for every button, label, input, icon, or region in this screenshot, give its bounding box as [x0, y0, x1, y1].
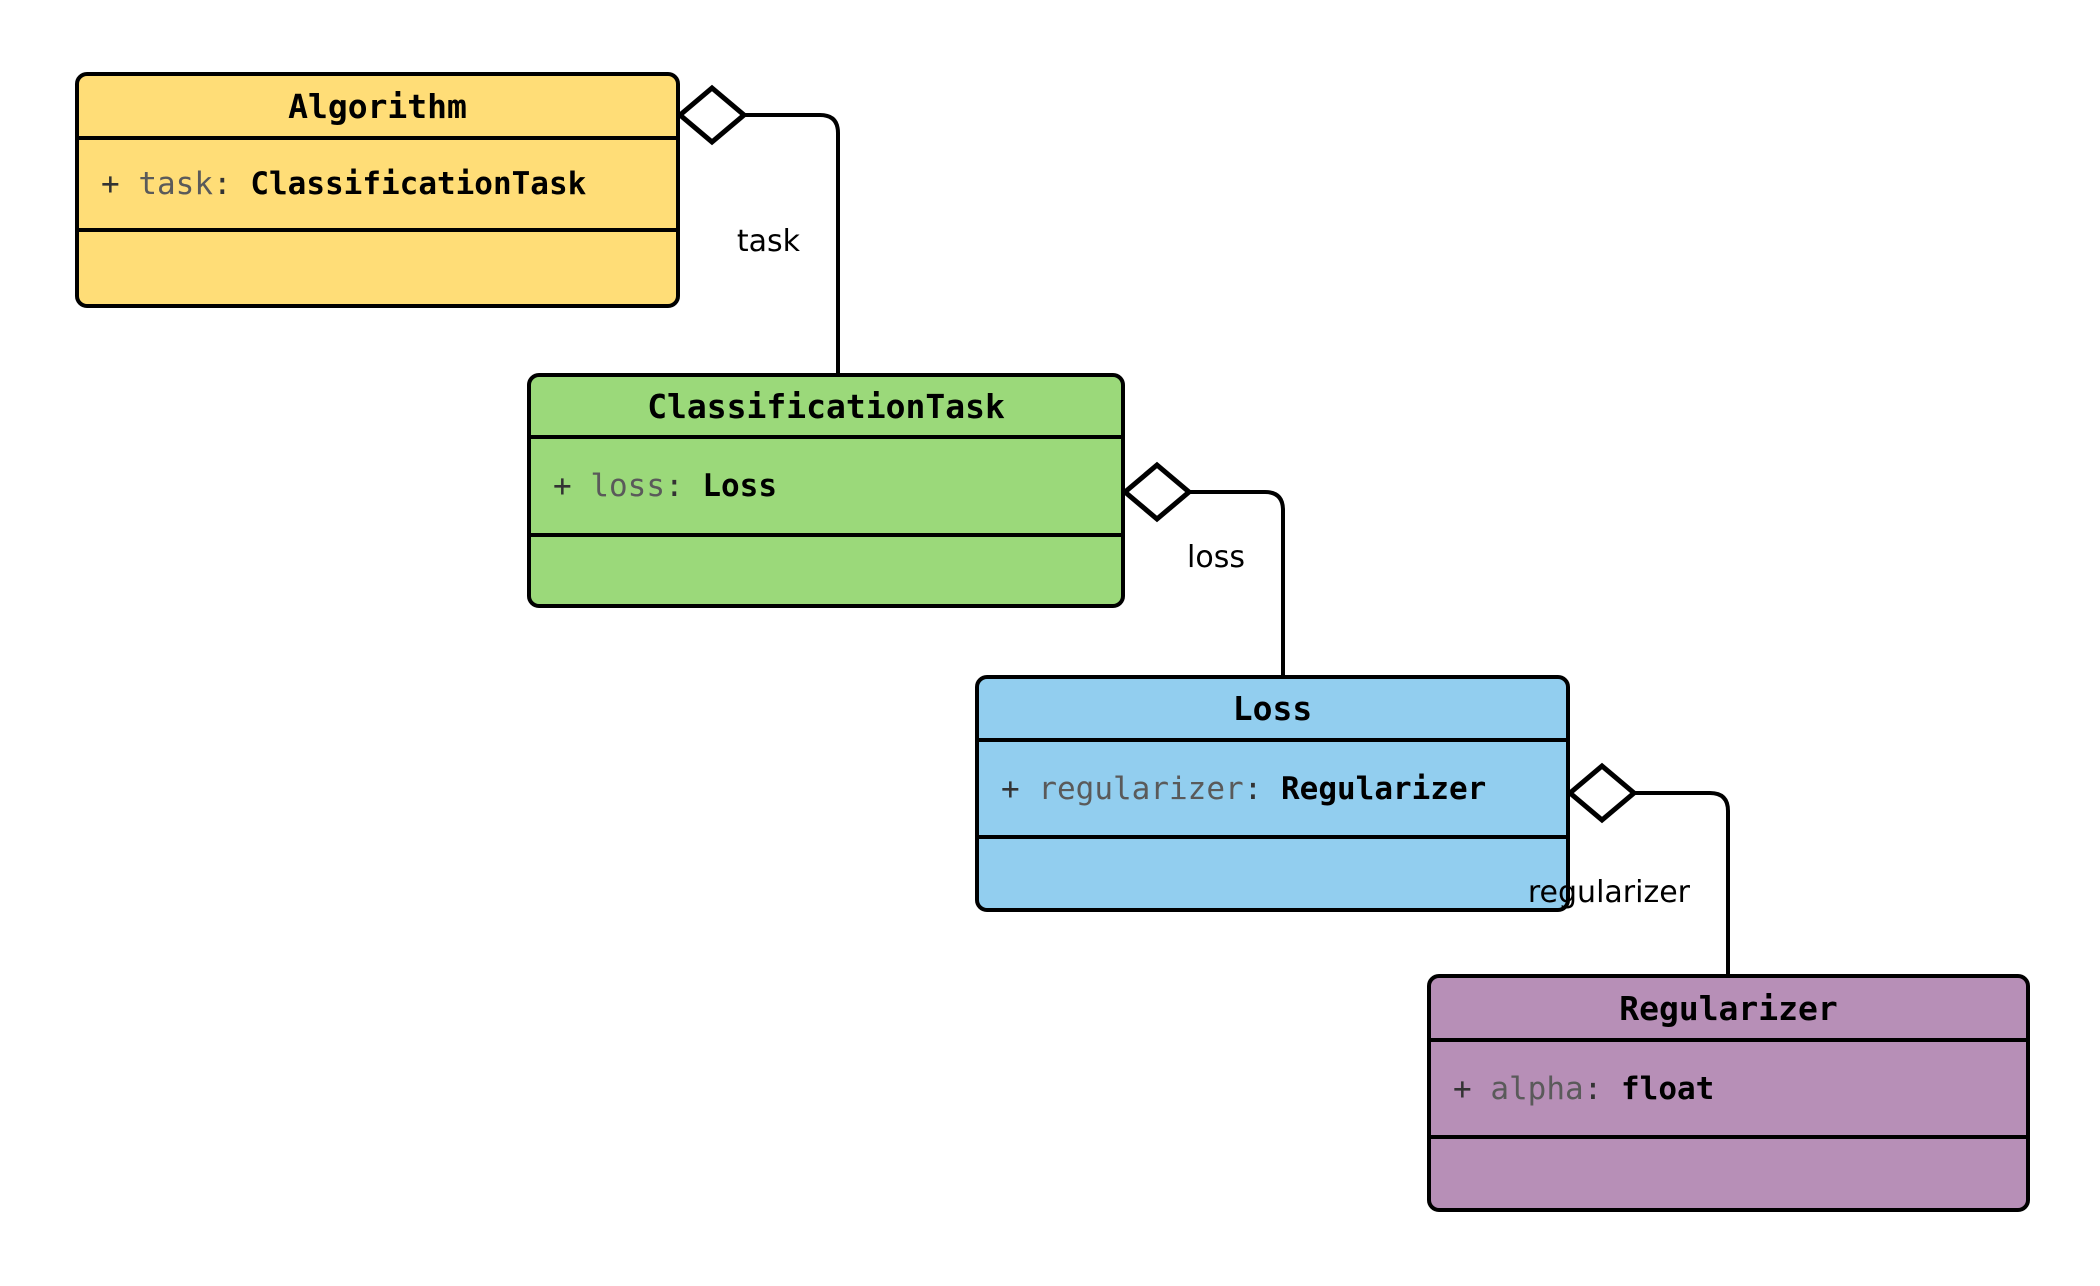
- aggregation-diamond-icon: [1566, 762, 1638, 824]
- attribute-separator: :: [665, 468, 684, 504]
- class-methods-loss: [979, 839, 1566, 908]
- relation-loss-line: [1157, 490, 1285, 675]
- class-name-regularizer: Regularizer: [1619, 988, 1838, 1028]
- attribute-space-2: [684, 468, 703, 504]
- attribute-row: + loss: Loss: [553, 468, 777, 504]
- attribute-separator: :: [1243, 770, 1263, 807]
- aggregation-diamond-icon: [676, 84, 748, 146]
- class-methods-classificationtask: [531, 537, 1121, 604]
- attribute-name: regularizer: [1038, 770, 1244, 807]
- attribute-space: [120, 166, 139, 202]
- class-header-loss: Loss: [979, 679, 1566, 742]
- class-attributes-classificationtask: + loss: Loss: [531, 439, 1121, 537]
- attribute-space-2: [1602, 1071, 1621, 1107]
- class-box-loss[interactable]: Loss + regularizer: Regularizer: [975, 675, 1570, 912]
- relation-label-regularizer: regularizer: [1527, 875, 1690, 910]
- attribute-name: task: [138, 166, 213, 202]
- attribute-visibility: +: [1001, 770, 1020, 807]
- class-methods-algorithm: [79, 232, 676, 304]
- attribute-visibility: +: [1453, 1070, 1472, 1107]
- attribute-separator: :: [213, 166, 232, 202]
- attribute-type: float: [1621, 1070, 1715, 1107]
- class-methods-regularizer: [1431, 1139, 2026, 1208]
- class-attributes-algorithm: + task: ClassificationTask: [79, 140, 676, 232]
- attribute-type: ClassificationTask: [250, 166, 587, 202]
- attribute-name: loss: [590, 468, 665, 504]
- attribute-type: Loss: [702, 468, 777, 504]
- attribute-space-2: [232, 166, 251, 202]
- class-header-algorithm: Algorithm: [79, 76, 676, 140]
- relation-label-task: task: [736, 224, 800, 259]
- attribute-type: Regularizer: [1281, 770, 1487, 807]
- attribute-visibility: +: [101, 166, 120, 202]
- aggregation-diamond-icon: [1121, 461, 1193, 523]
- class-box-algorithm[interactable]: Algorithm + task: ClassificationTask: [75, 72, 680, 308]
- class-header-classificationtask: ClassificationTask: [531, 377, 1121, 439]
- attribute-visibility: +: [553, 468, 572, 504]
- class-header-regularizer: Regularizer: [1431, 978, 2026, 1042]
- attribute-row: + task: ClassificationTask: [101, 166, 586, 202]
- class-name-loss: Loss: [1232, 689, 1313, 728]
- relation-label-loss: loss: [1187, 540, 1245, 575]
- class-box-classificationtask[interactable]: ClassificationTask + loss: Loss: [527, 373, 1125, 608]
- class-box-regularizer[interactable]: Regularizer + alpha: float: [1427, 974, 2030, 1212]
- class-name-algorithm: Algorithm: [288, 86, 467, 126]
- attribute-row: + regularizer: Regularizer: [1001, 771, 1486, 807]
- attribute-name: alpha: [1490, 1070, 1584, 1107]
- attribute-space: [1472, 1071, 1491, 1107]
- attribute-row: + alpha: float: [1453, 1071, 1714, 1107]
- attribute-space-2: [1262, 771, 1281, 807]
- class-attributes-loss: + regularizer: Regularizer: [979, 742, 1566, 839]
- attribute-space: [1020, 771, 1039, 807]
- attribute-separator: :: [1583, 1070, 1603, 1107]
- attribute-space: [572, 468, 591, 504]
- class-attributes-regularizer: + alpha: float: [1431, 1042, 2026, 1139]
- class-name-classificationtask: ClassificationTask: [647, 386, 1005, 426]
- relation-regularizer: [1566, 762, 1730, 974]
